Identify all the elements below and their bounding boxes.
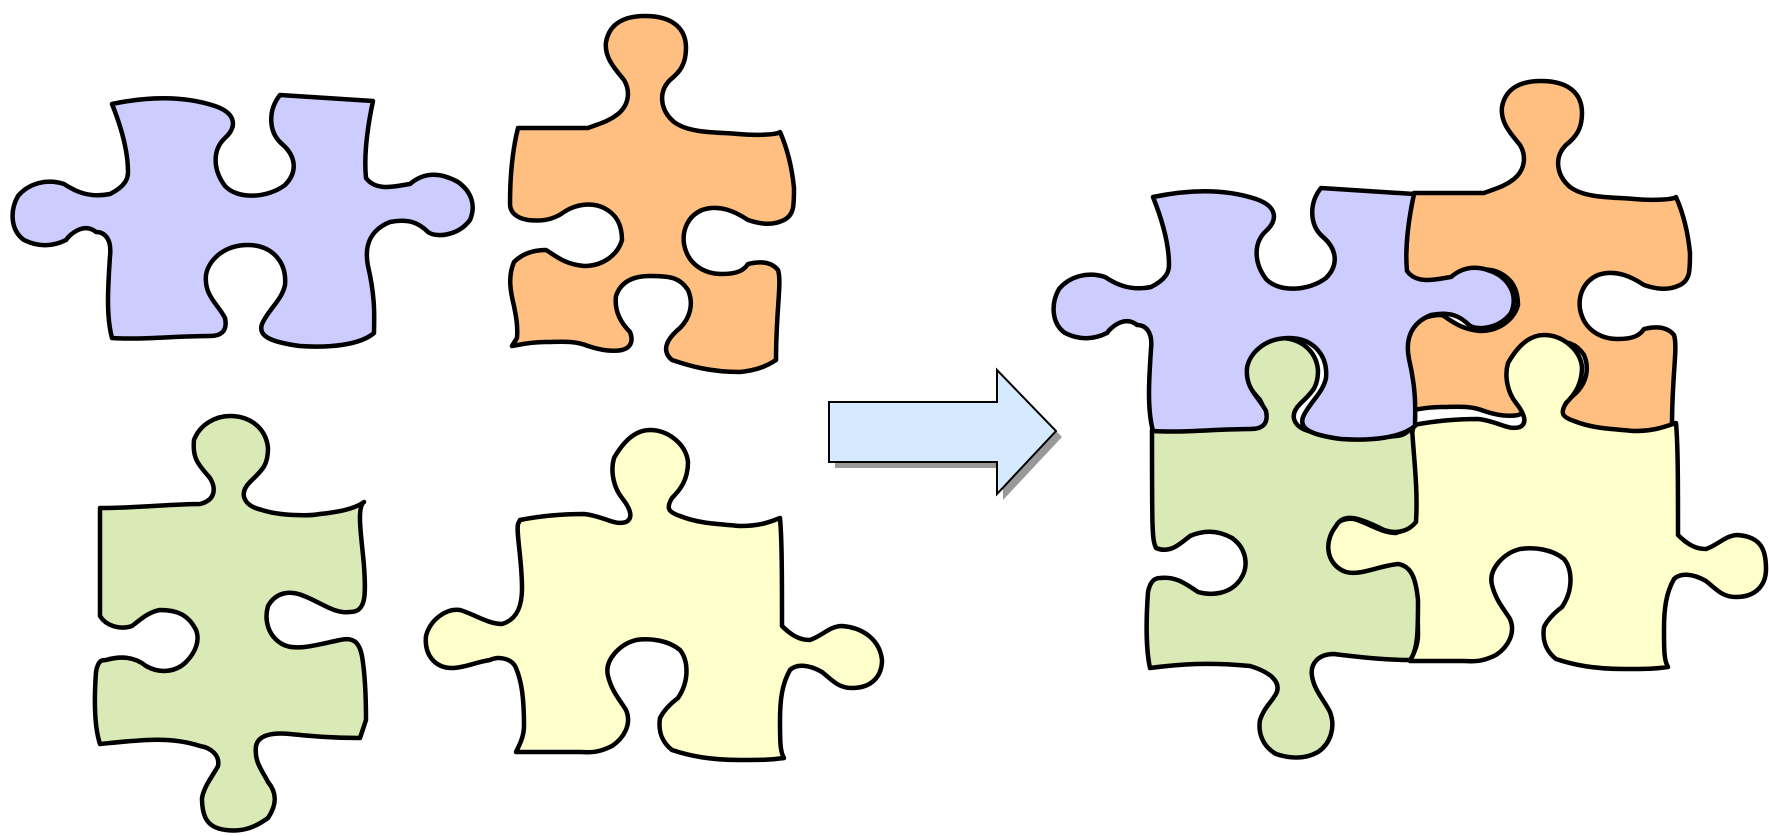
piece-shape (1051, 185, 1516, 442)
piece-shape (92, 413, 369, 833)
assembled-piece-purple (1051, 185, 1516, 442)
arrow-body (828, 367, 1058, 497)
loose-piece-green (92, 413, 369, 833)
loose-piece-orange (507, 13, 797, 375)
right-arrow-icon (828, 367, 1062, 500)
piece-shape (10, 92, 475, 349)
piece-shape (507, 13, 797, 375)
piece-shape (423, 427, 885, 763)
assembled-piece-green (1144, 335, 1421, 760)
piece-shape (1144, 335, 1421, 760)
loose-piece-yellow (423, 427, 885, 763)
loose-piece-purple (10, 92, 475, 349)
